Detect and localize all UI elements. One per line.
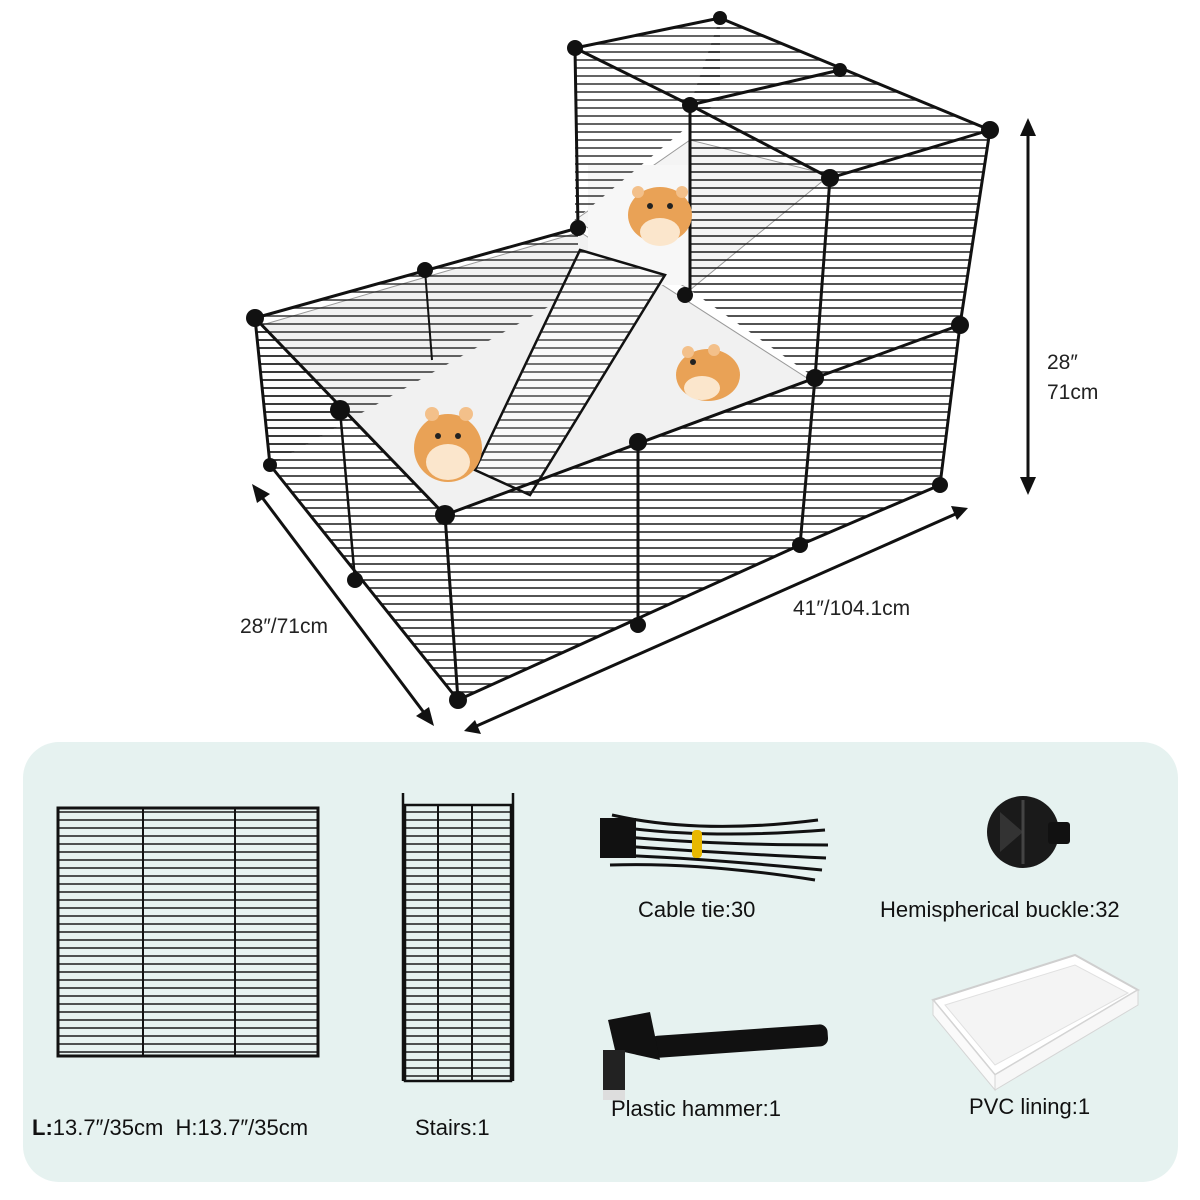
front-left-wall — [253, 316, 460, 701]
hamster-top — [628, 186, 692, 246]
front-right-wall — [443, 376, 816, 702]
height-inches: 28″ — [1047, 351, 1078, 374]
depth-dimension-label: 28″/71cm — [240, 615, 328, 638]
hamster-left — [414, 407, 482, 482]
grid-panel-part — [56, 806, 320, 1058]
panel-h-text: H:13.7″/35cm — [175, 1115, 309, 1140]
cage-illustration — [246, 11, 999, 709]
hammer-part — [603, 1012, 829, 1100]
pvc-lining-part — [931, 953, 1141, 1092]
upper-tower — [573, 16, 992, 380]
hamster-right — [676, 344, 740, 401]
pvc-lining-label: PVC lining:1 — [969, 1094, 1091, 1119]
buckle-part — [987, 796, 1070, 868]
height-arrow — [1020, 118, 1036, 495]
buckle-label: Hemispherical buckle:32 — [880, 897, 1120, 922]
width-dimension-label: 41″/104.1cm — [793, 597, 911, 620]
dimension-arrows — [252, 118, 1036, 734]
connector-knobs — [246, 11, 999, 709]
height-dimension-label: 28″ 71cm — [1047, 348, 1098, 408]
lower-right-cube — [798, 324, 962, 547]
panel-l-label: L: — [32, 1115, 53, 1140]
height-cm: 71cm — [1047, 381, 1099, 404]
width-arrow — [464, 506, 968, 734]
hammer-label: Plastic hammer:1 — [611, 1096, 781, 1121]
depth-arrow — [252, 484, 434, 726]
stairs-label: Stairs:1 — [415, 1115, 490, 1140]
stairs-part — [401, 793, 515, 1083]
panel-l-value: 13.7″/35cm — [52, 1115, 164, 1140]
cable-tie-bundle — [600, 813, 829, 882]
panel-size-label: L:13.7″/35cm H:13.7″/35cm — [32, 1115, 308, 1141]
cable-tie-label: Cable tie:30 — [638, 897, 756, 922]
